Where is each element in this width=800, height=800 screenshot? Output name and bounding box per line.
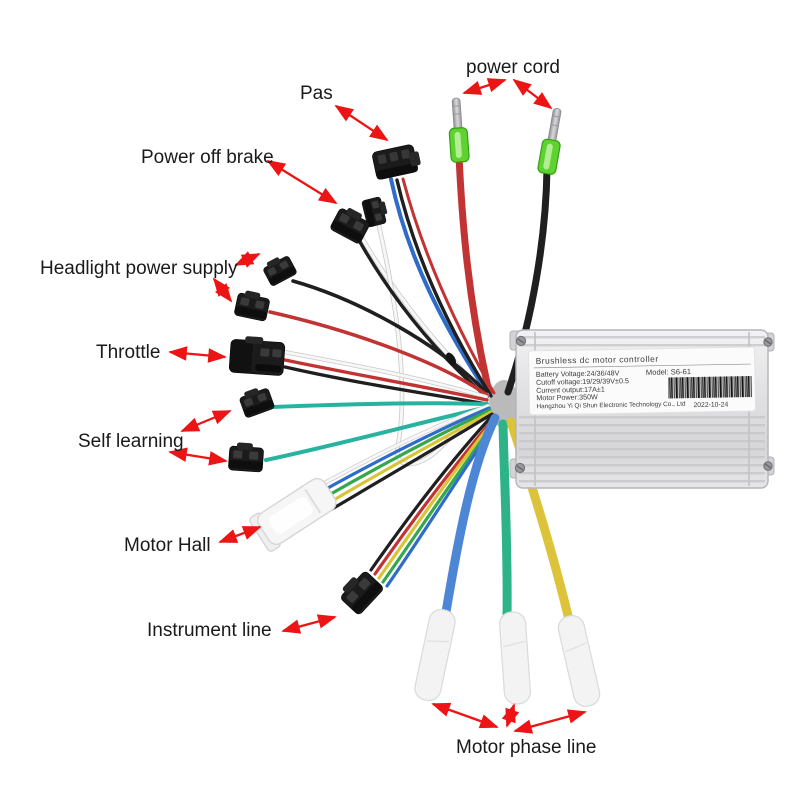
sticker-cutoff: Cutoff voltage:19/29/39V±0.5 [536, 376, 629, 387]
wire-hall-green [320, 408, 492, 501]
phase-cap-yellow [557, 614, 601, 708]
selflearn-connector-1 [237, 383, 276, 419]
label-throttle: Throttle [96, 342, 160, 363]
wire-throttle-black [283, 365, 489, 406]
label-self-learning: Self learning [78, 431, 184, 452]
wire-pas-black [395, 178, 493, 398]
sticker-current: Current output:17A±1 [536, 385, 605, 395]
wire-power-red [455, 152, 493, 396]
wire-pas-blue [389, 177, 490, 396]
wire-hall-black [330, 412, 494, 511]
wire-harness [264, 152, 575, 629]
arrow-self-learning-lower [168, 447, 228, 466]
sticker-company: Hangzhou Yi Qi Shun Electronic Technolog… [536, 401, 686, 411]
arrow-power-cord-right [512, 78, 553, 110]
label-instrument-line: Instrument line [147, 620, 272, 641]
arrow-motor-hall [218, 525, 262, 544]
instrument-connector [335, 566, 385, 617]
annotation-arrows [168, 78, 587, 734]
controller-box: Brushless dc motor controller Battery Vo… [509, 329, 775, 489]
sticker-battery: Battery Voltage:24/36/48V [536, 368, 620, 378]
connectors [227, 97, 601, 708]
pas-connector [371, 142, 423, 181]
sticker-power: Motor Power:350W [536, 392, 598, 402]
wire-phase-blue [441, 413, 500, 617]
controller-fins-top [519, 334, 765, 347]
sticker-title: Brushless dc motor controller [536, 354, 659, 366]
wire-selflearn-teal-1 [270, 401, 489, 409]
wire-instrument-red [373, 417, 495, 576]
screws [514, 335, 773, 474]
wire-headlight-black [291, 279, 488, 394]
arrow-throttle [168, 346, 227, 363]
arrow-instrument-line [281, 614, 337, 634]
sticker-date: 2022-10-24 [693, 401, 728, 409]
arrow-headlight-lower [212, 277, 233, 303]
arrow-headlight-upper [234, 251, 261, 268]
label-motor-phase-line: Motor phase line [456, 737, 596, 758]
annotation-labels: Pas power cord Power off brake Headlight… [40, 57, 596, 758]
product-sticker: Brushless dc motor controller Battery Vo… [528, 346, 757, 416]
arrow-phase-middle [501, 703, 520, 728]
motor-hall-connector [249, 477, 337, 552]
label-headlight-power-supply: Headlight power supply [40, 258, 238, 279]
wire-phase-green [498, 419, 512, 622]
label-power-cord: power cord [466, 57, 560, 78]
controller-fins-bottom [519, 416, 765, 485]
headlight-connector-2 [233, 288, 272, 322]
wire-headlight-red [268, 310, 489, 397]
selflearn-connector-2 [227, 441, 265, 473]
arrow-self-learning-upper [180, 409, 232, 433]
sticker-barcode [667, 376, 753, 399]
arrow-power-cord-left [462, 78, 507, 95]
label-motor-hall: Motor Hall [124, 535, 211, 556]
arrow-phase-right [513, 709, 587, 734]
arrow-pas [334, 104, 389, 142]
wire-selflearn-teal-2 [264, 405, 490, 462]
phase-cap-blue [414, 608, 456, 702]
sticker-divider [533, 363, 751, 369]
arrow-phase-left [431, 702, 499, 729]
wire-throttle-white [282, 350, 488, 399]
phase-cap-green [498, 611, 532, 705]
wire-instrument-black [369, 415, 493, 572]
throttle-connector [228, 336, 286, 376]
wire-hall-blue [315, 406, 491, 496]
wire-throttle-red [283, 358, 489, 402]
wire-pas-red [401, 177, 496, 395]
arrow-power-off-brake [266, 160, 338, 204]
label-pas: Pas [300, 83, 333, 104]
cable-tie [445, 352, 457, 366]
wire-instrument-yellow [377, 418, 496, 580]
label-power-off-brake: Power off brake [141, 147, 274, 168]
sticker-model: Model: S6-61 [646, 367, 691, 377]
wire-hall-white [310, 404, 490, 492]
power-cord-terminal-black [537, 107, 562, 175]
power-cord-terminal-red [448, 97, 470, 163]
wire-hall-yellow [325, 410, 493, 506]
